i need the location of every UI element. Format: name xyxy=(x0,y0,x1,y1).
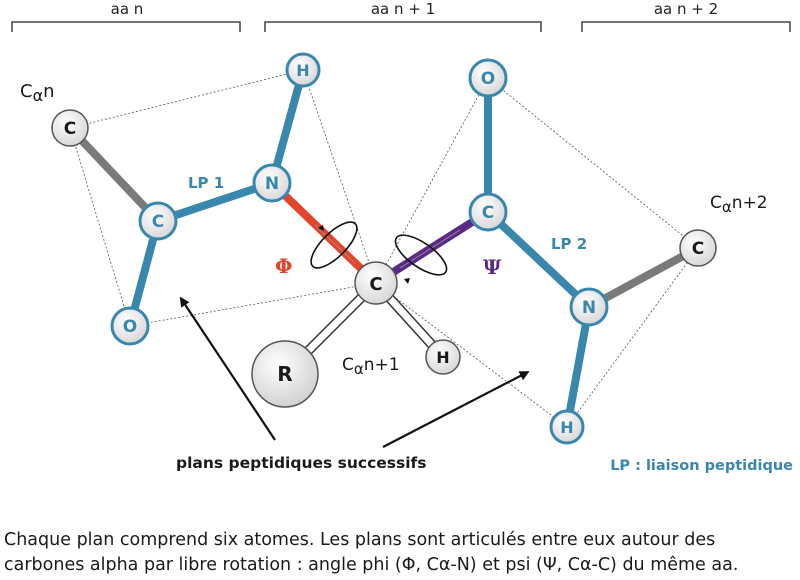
atom-h-2: H xyxy=(549,409,585,445)
atom-h-side-label: H xyxy=(436,348,449,367)
atom-h-1: H xyxy=(285,52,321,88)
atom-n-2: N xyxy=(569,287,609,327)
atom-c-n-label: C xyxy=(152,212,164,232)
legend-label: LP : liaison peptidique xyxy=(610,458,793,474)
atom-n-1-label: N xyxy=(265,174,279,194)
bracket-aa-n xyxy=(11,21,241,32)
atom-o-n-label: O xyxy=(123,317,137,337)
bond-ca-c-n xyxy=(66,124,162,225)
psi-rotation-symbol xyxy=(394,229,461,284)
atom-o-n: O xyxy=(110,306,150,346)
bond-lp1 xyxy=(154,179,276,225)
bond-lp2 xyxy=(484,208,593,311)
bracket-aa-n1 xyxy=(264,21,542,32)
bracket-aa-n2 xyxy=(581,21,791,32)
atom-h-2-label: H xyxy=(560,418,573,437)
caption-line-1: Chaque plan comprend six atomes. Les pla… xyxy=(4,530,716,550)
planes-label: plans peptidiques successifs xyxy=(176,454,427,472)
arrow-to-plane-2 xyxy=(382,371,530,448)
calpha-n2-label: Cαn+2 xyxy=(710,193,768,216)
header-aa-n1: aa n + 1 xyxy=(371,0,435,18)
atom-r-label: R xyxy=(277,362,292,386)
lp2-label: LP 2 xyxy=(551,235,587,253)
atom-o-1-label: O xyxy=(481,69,495,89)
caption: Chaque plan comprend six atomes. Les pla… xyxy=(4,528,796,578)
atom-r: R xyxy=(251,340,319,408)
atom-ca-1-label: C xyxy=(369,274,382,295)
atom-h-1-label: H xyxy=(296,61,309,80)
atom-n-1: N xyxy=(252,163,292,203)
calpha-n-label: Cαn xyxy=(20,81,55,105)
psi-label: Ψ xyxy=(483,255,502,279)
bond-n-h-1 xyxy=(268,66,307,187)
caption-line-2: carbones alpha par libre rotation : angl… xyxy=(4,555,739,575)
phi-label: Φ xyxy=(275,254,292,278)
atom-ca-2: C xyxy=(679,229,717,267)
atom-c-1-label: C xyxy=(482,203,494,223)
atom-ca-2-label: C xyxy=(692,239,704,259)
atom-ca-1: C xyxy=(354,261,398,305)
atom-c-n: C xyxy=(138,201,178,241)
atom-h-side: H xyxy=(425,339,461,375)
header-aa-n2: aa n + 2 xyxy=(654,0,718,18)
header-aa-n: aa n xyxy=(111,0,144,18)
lp1-label: LP 1 xyxy=(188,174,224,192)
header-brackets xyxy=(11,21,791,32)
atom-ca-n: C xyxy=(51,109,89,147)
atom-c-1: C xyxy=(468,192,508,232)
bond-n-h-2 xyxy=(563,303,593,431)
bond-n-ca-2 xyxy=(585,244,702,311)
atom-ca-n-label: C xyxy=(64,119,76,139)
atom-o-1: O xyxy=(468,58,508,98)
atom-n-2-label: N xyxy=(582,298,596,318)
phi-rotation-symbol xyxy=(310,221,358,269)
calpha-n1-label: Cαn+1 xyxy=(342,355,400,378)
arrow-to-plane-1 xyxy=(179,296,276,441)
